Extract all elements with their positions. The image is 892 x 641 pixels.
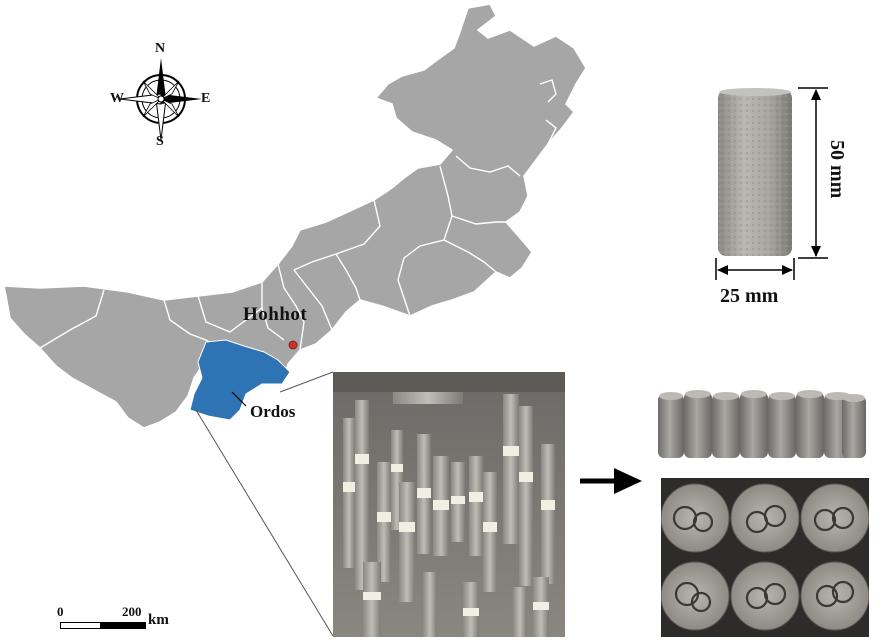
inner-mongolia-map (3, 3, 587, 637)
scale-zero: 0 (57, 604, 64, 619)
height-dimension-line (798, 87, 828, 259)
specimens-end-photo (661, 478, 869, 637)
compass-n: N (155, 41, 166, 56)
diameter-dimension-line (715, 258, 795, 280)
compass-e: E (201, 91, 211, 106)
core-samples-photo (333, 372, 565, 637)
scale-unit: km (148, 612, 169, 628)
single-specimen-photo (716, 86, 794, 260)
compass-w: W (110, 91, 124, 106)
zoom-line-top (279, 371, 334, 393)
scale-bar: 0 200 km (56, 604, 236, 634)
province-outline (3, 3, 587, 429)
ordos-leader-line (231, 391, 247, 407)
specimens-side-photo (656, 384, 868, 462)
ordos-region (189, 339, 291, 421)
zoom-line-bottom (195, 409, 334, 637)
scale-distance: 200 (122, 604, 142, 619)
scale-bar-white (60, 622, 102, 629)
arrow-right-icon (580, 468, 642, 494)
diameter-label: 25 mm (720, 285, 779, 307)
height-label: 50 mm (826, 140, 848, 199)
hohhot-marker (288, 340, 298, 350)
prefecture-boundaries (39, 79, 557, 355)
scale-bar-black (100, 622, 146, 629)
ordos-label: Ordos (250, 402, 296, 421)
hohhot-label: Hohhot (243, 304, 308, 325)
compass-s: S (156, 134, 164, 149)
compass-rose: N S W E (110, 41, 222, 152)
compass-icon (119, 58, 202, 141)
